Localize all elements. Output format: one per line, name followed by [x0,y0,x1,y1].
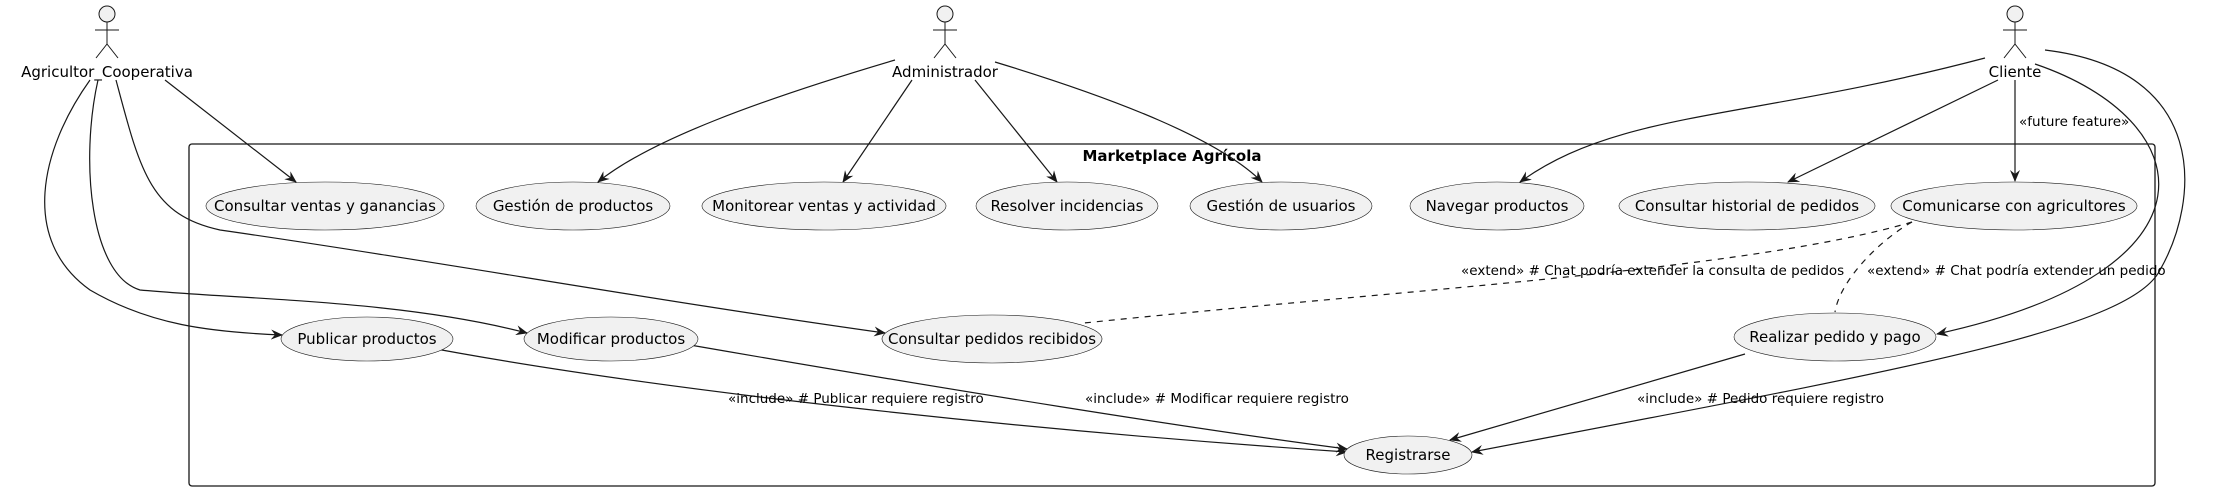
actor-administrador[interactable]: Administrador [892,5,999,81]
edge-agricultor-pedidos-recibidos [115,79,886,337]
use-case-realizar-pedido[interactable]: Realizar pedido y pago [1733,312,1937,362]
use-case-gestion-usuarios[interactable]: Gestión de usuarios [1189,181,1373,231]
actor-head-icon [98,5,116,23]
actor-head-icon [936,5,954,23]
edge-extend-realizar-pedido [1834,221,1913,313]
use-case-pedidos-recibidos[interactable]: Consultar pedidos recibidos [881,314,1103,364]
use-case-label: Registrarse [1366,446,1451,464]
edge-cliente-registrarse [1471,49,2186,455]
edge-cliente-navegar [1519,57,1986,183]
edge-agricultor-modificar [89,79,528,336]
system-title: Marketplace Agrícola [1083,147,1262,165]
edge-include-publicar [414,344,1348,457]
use-case-label: Comunicarse con agricultores [1902,197,2126,215]
system-boundary [188,143,2156,487]
actor-agricultor[interactable]: Agricultor_Cooperativa [21,5,193,82]
edge-admin-monitorear [842,79,913,183]
use-case-label: Gestión de usuarios [1206,197,1355,215]
use-case-label: Monitorear ventas y actividad [712,197,936,215]
edge-include-modificar [689,344,1348,453]
label-extend-pedido: «extend» # Chat podría extender un pedid… [1867,263,2166,279]
actor-name: Agricultor_Cooperativa [21,63,193,82]
label-extend-pedidos: «extend» # Chat podría extender la consu… [1461,263,1844,279]
use-case-publicar[interactable]: Publicar productos [280,316,454,362]
use-case-modificar[interactable]: Modificar productos [523,316,699,362]
label-include-publicar: «include» # Publicar requiere registro [728,391,984,407]
use-case-registrarse[interactable]: Registrarse [1343,435,1473,475]
use-case-monitorear[interactable]: Monitorear ventas y actividad [701,181,947,231]
edge-include-realizar-pedido [1449,353,1746,442]
use-case-navegar[interactable]: Navegar productos [1409,181,1585,231]
actor-name: Cliente [1989,63,2042,81]
use-case-gestion-productos[interactable]: Gestión de productos [475,181,671,231]
use-case-label: Realizar pedido y pago [1749,328,1920,346]
edge-cliente-historial [1787,79,1999,183]
use-case-comunicarse[interactable]: Comunicarse con agricultores [1890,181,2138,231]
use-case-label: Resolver incidencias [991,197,1144,215]
use-case-label: Modificar productos [537,330,686,348]
edge-admin-gestion-productos [597,59,896,183]
use-case-consultar-ventas[interactable]: Consultar ventas y ganancias [205,181,445,231]
edge-extend-pedidos-recibidos [1083,221,1913,324]
use-case-label: Consultar pedidos recibidos [888,330,1096,348]
label-include-modificar: «include» # Modificar requiere registro [1085,391,1349,407]
use-case-label: Navegar productos [1426,197,1569,215]
edge-admin-gestion-usuarios [994,61,1263,183]
use-case-label: Consultar historial de pedidos [1635,197,1859,215]
edge-admin-resolver [974,79,1058,183]
edge-cliente-realizar-pedido [1936,63,2160,337]
use-case-label: Gestión de productos [493,197,654,215]
use-case-resolver[interactable]: Resolver incidencias [975,181,1159,231]
use-case-label: Publicar productos [297,330,436,348]
actor-cliente[interactable]: Cliente [1989,5,2042,81]
edge-agricultor-publicar [44,79,283,340]
label-future-feature: «future feature» [2019,114,2129,130]
use-case-label: Consultar ventas y ganancias [214,197,436,215]
use-case-historial[interactable]: Consultar historial de pedidos [1618,181,1876,231]
actor-name: Administrador [892,63,999,81]
actor-head-icon [2006,5,2024,23]
edge-agricultor-consultar-ventas [164,79,297,183]
label-include-pedido: «include» # Pedido requiere registro [1637,391,1884,407]
